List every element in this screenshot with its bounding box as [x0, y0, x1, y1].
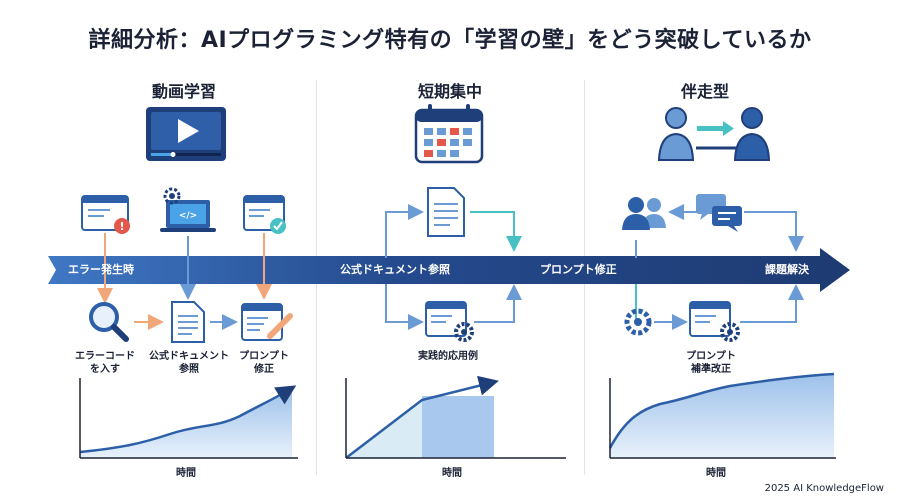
page-title: 詳細分析：AIプログラミング特有の「学習の壁」をどう突破しているか — [88, 28, 812, 53]
growth-chart-video — [79, 378, 298, 459]
flow-label-docs: 公式ドキュメント参照 — [340, 263, 450, 276]
calendar-icon — [414, 104, 484, 164]
x-axis-label: 時間 — [706, 468, 726, 479]
column-header-video: 動画学習 — [151, 82, 216, 101]
chat-bubbles-icon — [696, 194, 742, 232]
gear-icon — [624, 308, 652, 336]
document-icon — [427, 187, 465, 237]
step-label: プロンプト 補準改正 — [686, 351, 736, 375]
x-axis-label: 時間 — [176, 468, 196, 479]
step-label: 実践的応用例 — [418, 351, 478, 362]
step-label: 公式ドキュメント 参照 — [149, 351, 229, 375]
x-axis-label: 時間 — [442, 468, 462, 479]
laptop-code-icon: </> — [160, 187, 216, 232]
main-flow-arrow — [48, 248, 850, 292]
code-window-gear-icon — [689, 301, 740, 342]
mentor-handoff-icon — [657, 107, 771, 161]
flow-label-solve: 課題解決 — [765, 263, 809, 276]
svg-text:!: ! — [119, 220, 124, 233]
magnifier-icon — [89, 302, 129, 342]
svg-text:</>: </> — [179, 211, 197, 221]
error-window-icon: ! — [81, 195, 130, 234]
step-label: エラーコード を入す — [75, 351, 135, 375]
flow-label-prompt-fix: プロンプト修正 — [540, 263, 617, 276]
step-label: プロンプト 修正 — [239, 351, 289, 375]
column-header-intensive: 短期集中 — [417, 82, 482, 101]
edit-window-icon — [241, 303, 293, 341]
growth-chart-intensive — [345, 375, 566, 459]
column-header-accompany: 伴走型 — [680, 82, 729, 101]
video-player-icon — [146, 107, 226, 161]
footer-credit: 2025 AI KnowledgeFlow — [764, 483, 884, 494]
growth-chart-accompany — [608, 372, 836, 459]
checked-window-icon — [243, 195, 286, 234]
doc-loop-connector — [385, 204, 522, 330]
code-window-gear-icon — [425, 301, 474, 342]
flow-label-error: エラー発生時 — [68, 263, 134, 276]
users-icon — [622, 197, 666, 230]
document-icon — [171, 301, 205, 343]
